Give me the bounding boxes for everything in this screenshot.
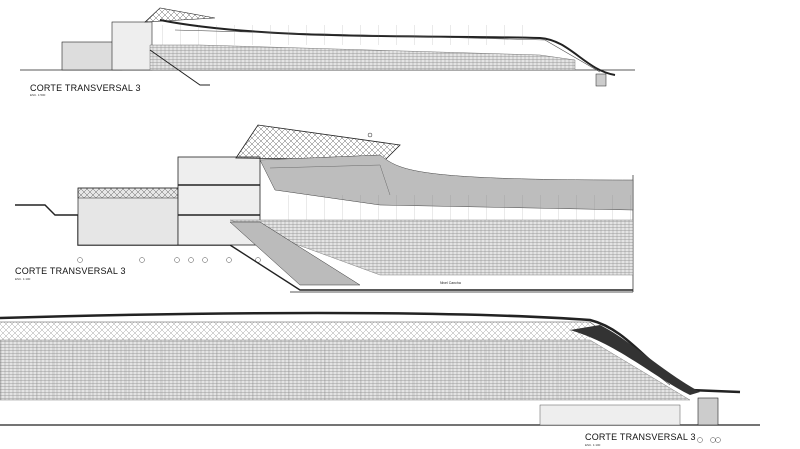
section-3-title: CORTE TRANSVERSAL 3	[585, 432, 696, 442]
section-3-scale: ESC. 1:100	[585, 443, 601, 447]
section-1-title: CORTE TRANSVERSAL 3	[30, 83, 141, 93]
section-1-scale: ESC. 1:500	[30, 93, 46, 97]
section-3-drawing	[0, 311, 760, 443]
section-1-drawing	[20, 7, 635, 87]
section-2-title: CORTE TRANSVERSAL 3	[15, 266, 126, 276]
section-2-scale: ESC. 1:100	[15, 277, 31, 281]
field-level-label: Nivel Cancha	[440, 281, 461, 285]
section-2-drawing	[15, 124, 634, 293]
